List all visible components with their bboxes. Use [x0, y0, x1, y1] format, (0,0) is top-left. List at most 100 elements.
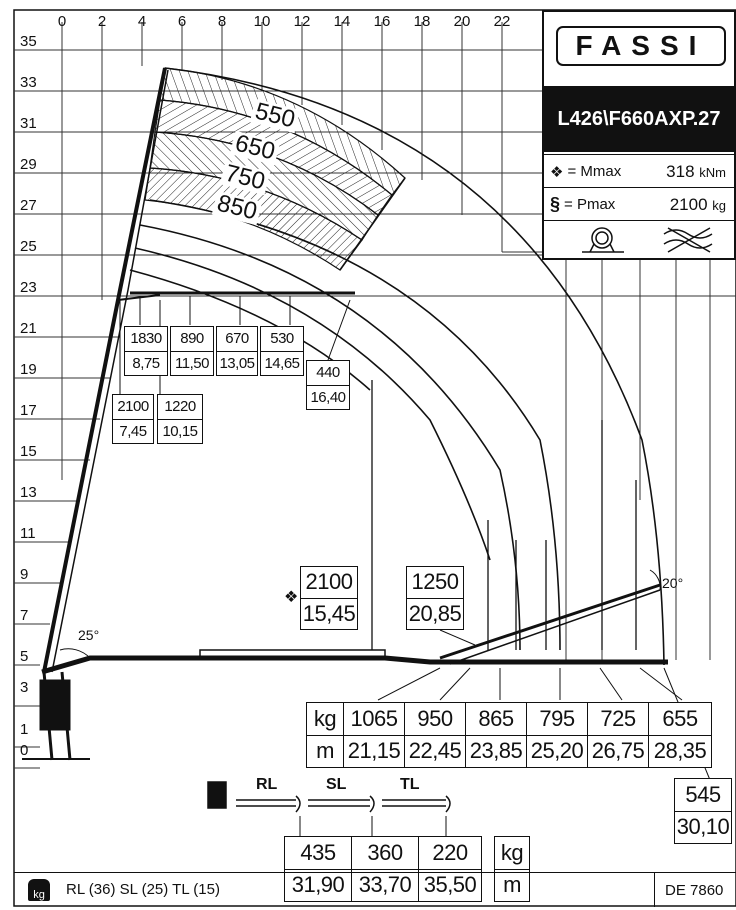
load-box-max-moment: 2100 15,45 — [300, 566, 358, 630]
y-tick-label: 11 — [20, 525, 36, 542]
table-cell: 950 22,45 — [404, 703, 465, 767]
load-m: 31,90 — [285, 868, 351, 902]
y-tick-label: 5 — [20, 648, 29, 665]
table-cell: 220 35,50 — [418, 837, 481, 901]
table-cell: 1065 21,15 — [343, 703, 404, 767]
load-box-upper-1: 1830 8,75 — [124, 326, 168, 376]
spec-row-mmax: ❖ = Mmax 318 kNm — [544, 154, 734, 188]
load-box-upper-6: 2100 7,45 — [112, 394, 154, 444]
mmax-unit: kNm — [699, 164, 726, 180]
extension-jibs — [207, 781, 451, 813]
y-tick-label: 1 — [20, 721, 29, 738]
spec-key: ❖ = Mmax — [544, 163, 654, 181]
load-m: 7,45 — [113, 418, 153, 444]
x-tick-label: 18 — [413, 13, 431, 30]
pmax-value: 2100 — [669, 194, 708, 214]
table-unit-cell: kg m — [495, 837, 529, 901]
y-tick-label: 25 — [20, 238, 37, 255]
table-cell: 655 28,35 — [648, 703, 711, 767]
x-tick-label: 4 — [137, 13, 147, 30]
x-tick-label: 22 — [493, 13, 511, 30]
footer: kg RL (36) SL (25) TL (15) DE 7860 — [14, 872, 736, 907]
load-m: 28,35 — [649, 734, 711, 768]
load-kg: 545 — [685, 781, 721, 807]
spec-label: = Mmax — [567, 163, 622, 180]
load-m: 21,15 — [344, 734, 404, 768]
table-cell: 725 26,75 — [587, 703, 648, 767]
extension-label-sl: SL — [326, 776, 347, 793]
load-m: 23,85 — [466, 734, 526, 768]
document-code: DE 7860 — [654, 873, 723, 907]
y-tick-label: 23 — [20, 279, 37, 296]
spec-label: = Pmax — [564, 196, 616, 213]
spec-value: 318 kNm — [654, 162, 734, 182]
spec-row-pmax: § = Pmax 2100 kg — [544, 187, 734, 221]
load-kg: 1220 — [164, 398, 196, 416]
spec-panel: FASSI L426\F660AXP.27 ❖ = Mmax 318 kNm §… — [542, 10, 736, 260]
y-tick-label: 13 — [20, 484, 37, 501]
load-kg: 360 — [367, 839, 403, 865]
x-tick-label: 16 — [373, 13, 391, 30]
capacity-zones — [144, 67, 406, 271]
mmax-value: 318 — [666, 161, 695, 181]
load-kg: 440 — [316, 364, 340, 382]
frame — [13, 9, 736, 907]
extension-unit-table: kg m — [494, 836, 530, 902]
y-tick-label: 35 — [20, 33, 37, 50]
table-cell: 865 23,85 — [465, 703, 526, 767]
kg-weight-icon: kg — [28, 879, 50, 901]
load-kg: 2100 — [117, 398, 149, 416]
load-kg: 725 — [600, 705, 636, 731]
winch-icon — [582, 227, 624, 253]
load-kg: 1830 — [130, 330, 162, 348]
moment-icon: ❖ — [550, 163, 564, 181]
unit-kg: kg — [500, 839, 524, 865]
extension-legend: RL (36) SL (25) TL (15) — [66, 881, 220, 898]
load-box-upper-7: 1220 10,15 — [157, 394, 203, 444]
jib-angle-label: 20° — [662, 575, 684, 591]
load-m: 22,45 — [405, 734, 465, 768]
unit-kg: kg — [313, 705, 337, 731]
load-m: 30,10 — [675, 810, 731, 844]
load-m: 20,85 — [407, 597, 463, 630]
x-tick-label: 6 — [177, 13, 187, 30]
y-tick-label: 31 — [20, 115, 37, 132]
jib-angle-arc — [649, 569, 661, 591]
y-tick-label: 21 — [20, 320, 37, 337]
load-kg: 655 — [662, 705, 698, 731]
no-rope-icon — [663, 227, 713, 253]
x-tick-label: 14 — [333, 13, 351, 30]
brand-logo: FASSI — [556, 26, 726, 66]
load-kg: 670 — [225, 330, 249, 348]
spec-key: § = Pmax — [544, 194, 654, 215]
load-kg: 2100 — [305, 569, 353, 595]
y-tick-label: 19 — [20, 361, 37, 378]
mmax-marker-icon: ❖ — [284, 589, 299, 606]
y-tick-label: 9 — [20, 566, 29, 583]
load-m: 13,05 — [217, 350, 257, 376]
load-kg: 220 — [432, 839, 468, 865]
y-tick-label: 0 — [20, 742, 29, 759]
load-box-upper-4: 530 14,65 — [260, 326, 304, 376]
y-tick-label: 27 — [20, 197, 37, 214]
boom-angle-label: 25° — [78, 627, 100, 643]
load-kg: 435 — [300, 839, 336, 865]
spec-row-icons — [544, 220, 734, 259]
load-m: 33,70 — [352, 868, 418, 902]
load-box-upper-5: 440 16,40 — [306, 360, 350, 410]
x-tick-label: 10 — [253, 13, 271, 30]
extension-label-tl: TL — [400, 776, 420, 793]
load-m: 25,20 — [527, 734, 587, 768]
load-kg: 1065 — [350, 705, 398, 731]
y-tick-label: 33 — [20, 74, 37, 91]
load-m: 16,40 — [307, 384, 349, 410]
table-cell: 360 33,70 — [351, 837, 418, 901]
extension-label-rl: RL — [256, 776, 278, 793]
extension-load-table: 435 31,90 360 33,70 220 35,50 — [284, 836, 482, 902]
x-tick-label: 2 — [97, 13, 107, 30]
y-tick-label: 7 — [20, 607, 29, 624]
table-unit-cell: kg m — [307, 703, 343, 767]
x-tick-label: 0 — [57, 13, 67, 30]
reach-lines — [371, 380, 637, 650]
x-tick-label: 20 — [453, 13, 471, 30]
